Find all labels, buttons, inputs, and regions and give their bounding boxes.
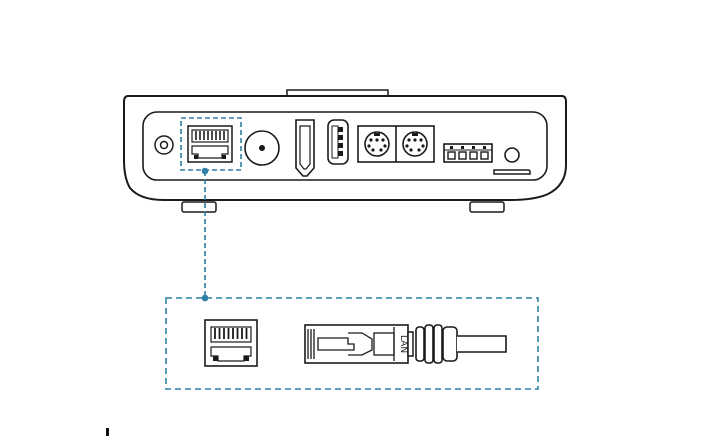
callout-dot-bottom [201,294,209,302]
hdmi-port [295,119,315,177]
detail-box [165,297,539,390]
ethernet-cable [457,335,507,353]
terminal-block [443,143,493,163]
device-foot-left [181,201,217,213]
callout-dot-top [201,167,209,175]
mini-din-port-1 [364,131,390,157]
device-rear-view [123,89,567,213]
device-ethernet-port [187,125,233,163]
lan-label: LAN [398,335,408,353]
page-mark [106,428,109,436]
callout [165,117,539,390]
usb-port [327,119,349,165]
power-jack [154,135,174,155]
detail-ethernet-plug: LAN [304,324,507,364]
mini-din-port-2 [402,131,428,157]
coax-connector [244,130,280,166]
detail-ethernet-port [204,319,258,367]
card-slot [493,169,531,175]
mini-din-ports [357,125,435,163]
reset-button [504,147,520,163]
device-foot-right [469,201,505,213]
